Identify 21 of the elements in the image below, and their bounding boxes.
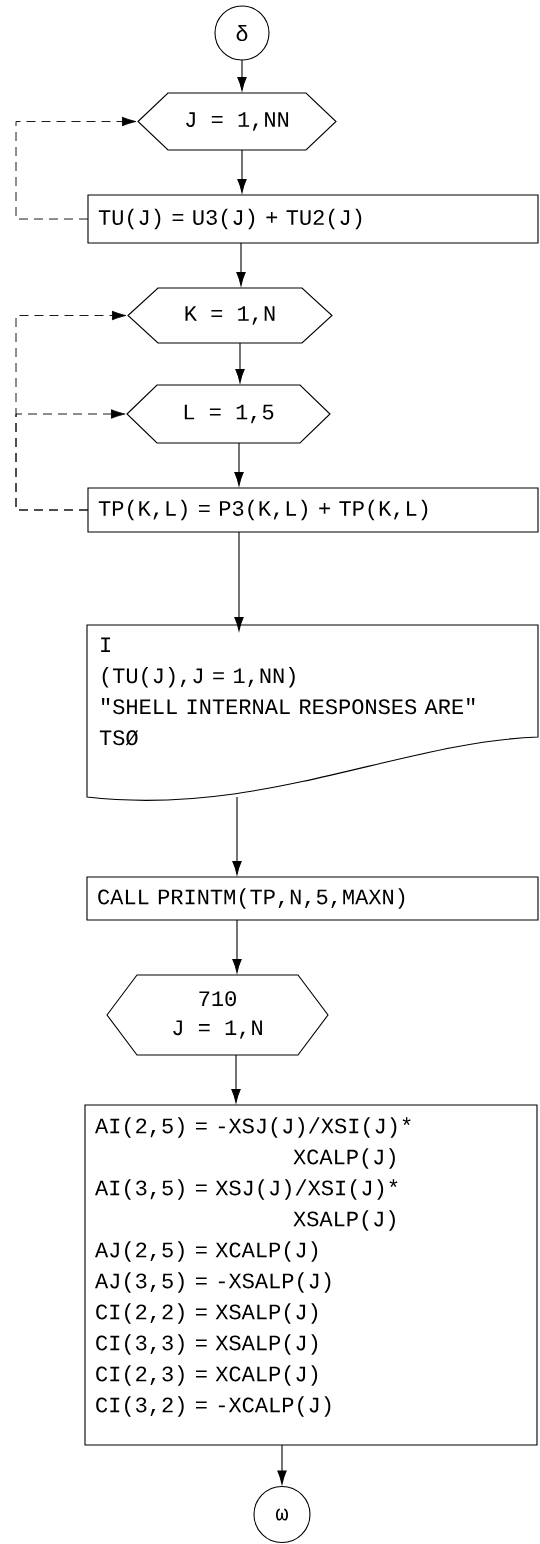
process-box: AI(2,5) = -XSJ(J)/XSI(J)* XCALP(J) AI(3,5) = XSJ(J)/XSI(J)* XSALP(J) AJ(2,5) = XCALP(J) AJ(3,5) = -XSALP(J) CI(2,2) = XSALP(J) CI(3,3) = XSALP(J) CI(2,3) = XCALP(J) CI(3,2) = -XCALP(J) [84,1104,538,1446]
process-box: TP(K,L) = P3(K,L) + TP(K,L) [87,487,539,533]
arrow [15,116,137,220]
loop-hexagon: L = 1,5 [126,384,331,444]
arrow [232,919,242,973]
loop-hexagon: 710 J = 1,N [106,974,329,1056]
loop-hexagon: J = 1,NN [137,92,337,151]
arrow [235,342,245,383]
loop-hexagon: K = 1,N [127,287,333,344]
arrow [234,531,244,631]
arrow [237,59,247,91]
arrow [231,1054,241,1103]
arrow [234,442,244,486]
process-box: CALL PRINTM(TP,N,5,MAXN) [86,876,539,921]
arrow [237,149,247,193]
arrow [232,796,242,875]
arrow [277,1444,287,1485]
arrow [15,409,126,511]
arrow [236,242,246,286]
process-box: TU(J) = U3(J) + TU2(J) [87,194,539,244]
output-document: I (TU(J),J = 1,NN) "SHELL INTERNAL RESPONSES ARE" TSØ [86,624,539,801]
